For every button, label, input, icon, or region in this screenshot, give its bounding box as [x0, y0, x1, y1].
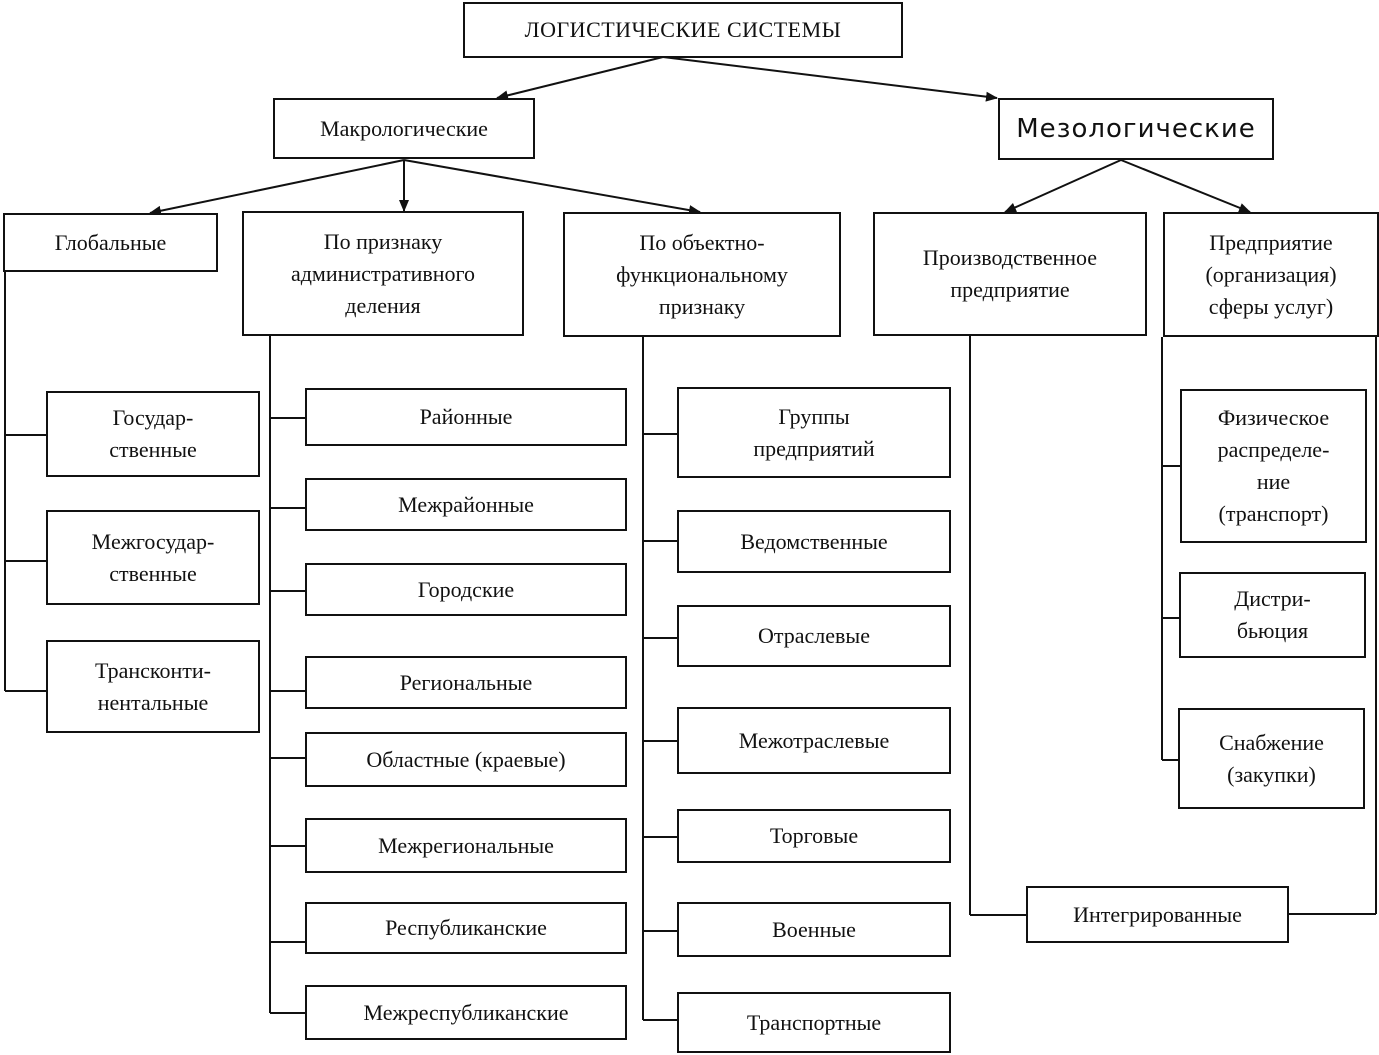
- admin-node: По признаку административного деления: [242, 211, 524, 336]
- admin-item: Межрегиональные: [305, 818, 627, 873]
- global-item: Государ- ственные: [46, 391, 260, 477]
- arrow-macro-global: [149, 159, 405, 216]
- admin-item: Областные (краевые): [305, 732, 627, 787]
- functional-node: По объектно- функциональному признаку: [563, 212, 841, 337]
- admin-item: Республиканские: [305, 902, 627, 954]
- integrated-node: Интегрированные: [1026, 886, 1289, 943]
- arrow-root-macro: [496, 56, 664, 101]
- functional-item: Ведомственные: [677, 510, 951, 573]
- arrow-meso-production: [1004, 159, 1122, 213]
- global-node: Глобальные: [3, 213, 218, 272]
- root-node: ЛОГИСТИЧЕСКИЕ СИСТЕМЫ: [463, 2, 903, 58]
- production-node: Производственное предприятие: [873, 212, 1147, 336]
- services-item: Физическое распределе- ние (транспорт): [1180, 389, 1367, 543]
- global-item: Трансконти- нентальные: [46, 640, 260, 733]
- functional-item: Военные: [677, 902, 951, 957]
- admin-item: Региональные: [305, 656, 627, 709]
- services-item: Дистри- бьюция: [1179, 572, 1366, 658]
- macro-node: Макрологические: [273, 98, 535, 159]
- functional-item: Отраслевые: [677, 605, 951, 667]
- functional-item: Группы предприятий: [677, 387, 951, 478]
- admin-item: Межрайонные: [305, 478, 627, 531]
- meso-node: Мезологические: [998, 98, 1274, 160]
- functional-item: Межотраслевые: [677, 707, 951, 774]
- services-node: Предприятие (организация) сферы услуг): [1163, 212, 1379, 337]
- functional-item: Транспортные: [677, 992, 951, 1053]
- arrow-root-meso: [662, 56, 998, 102]
- admin-item: Городские: [305, 563, 627, 616]
- admin-item: Районные: [305, 388, 627, 446]
- arrow-meso-services: [1120, 159, 1251, 213]
- admin-item: Межреспубликанские: [305, 985, 627, 1040]
- services-item: Снабжение (закупки): [1178, 708, 1365, 809]
- arrow-macro-functional: [403, 159, 701, 216]
- global-item: Межгосудар- ственные: [46, 510, 260, 605]
- functional-item: Торговые: [677, 809, 951, 863]
